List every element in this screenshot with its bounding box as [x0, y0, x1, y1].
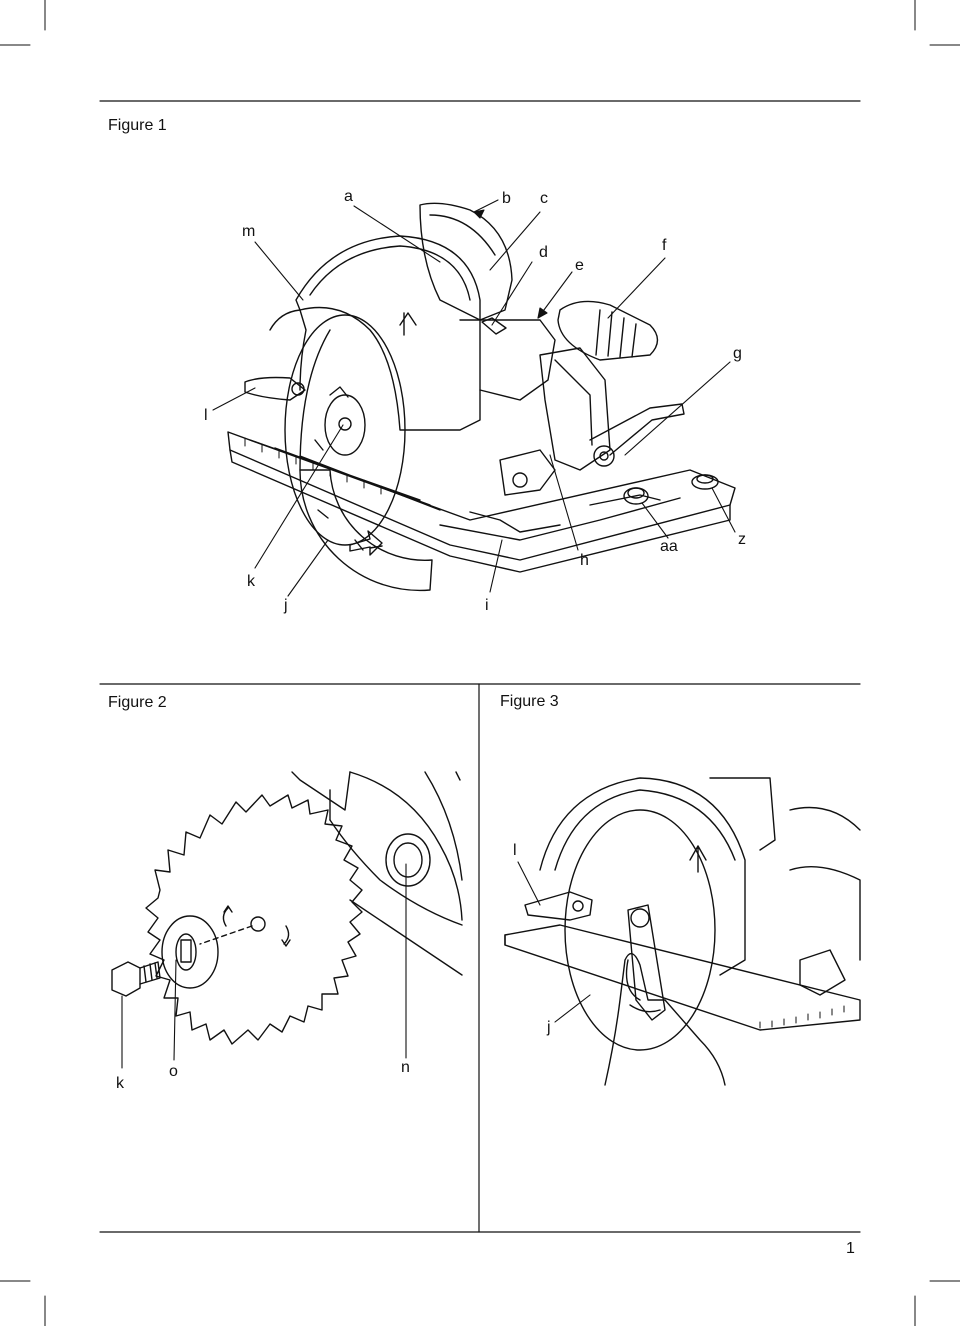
- label-h: h: [580, 552, 589, 569]
- page-number: 1: [846, 1240, 855, 1257]
- label-j-fig3: j: [547, 1019, 551, 1036]
- label-l: l: [204, 407, 208, 424]
- label-a: a: [344, 188, 353, 205]
- label-d: d: [539, 244, 548, 261]
- label-o: o: [169, 1063, 178, 1080]
- label-e: e: [575, 257, 584, 274]
- label-f: f: [662, 237, 667, 254]
- figure2-blade-drawing: [111, 771, 463, 1045]
- label-c: c: [540, 190, 548, 207]
- frame-rules: [99, 100, 861, 1233]
- label-n: n: [401, 1059, 410, 1076]
- label-j: j: [284, 597, 288, 614]
- label-aa: aa: [660, 538, 678, 555]
- label-l-fig3: l: [513, 842, 517, 859]
- label-b: b: [502, 190, 511, 207]
- figure2-leaders: [121, 863, 407, 1069]
- label-i: i: [485, 597, 489, 614]
- figure2-title: Figure 2: [108, 694, 167, 711]
- figure3-leaders: [517, 861, 591, 1023]
- figure3-title: Figure 3: [500, 693, 559, 710]
- figure1-saw-drawing: [227, 202, 736, 592]
- label-k: k: [247, 573, 255, 590]
- label-g: g: [733, 345, 742, 362]
- figure1-title: Figure 1: [108, 117, 167, 134]
- figure3-drawing: [504, 777, 861, 1086]
- label-k-fig2: k: [116, 1075, 124, 1092]
- label-m: m: [242, 223, 256, 240]
- figure1-leaders: [212, 199, 736, 597]
- label-z: z: [738, 531, 746, 548]
